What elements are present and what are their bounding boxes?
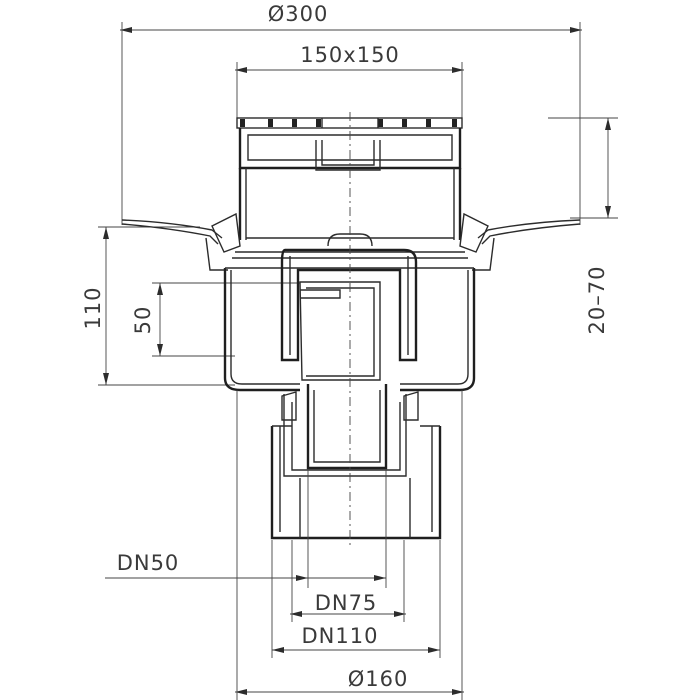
outlet-assembly — [270, 384, 442, 540]
dim-dn110: DN110 — [271, 540, 441, 658]
dim-grate-size-label: 150x150 — [300, 43, 400, 67]
dim-adjust-range: 20–70 — [548, 117, 618, 335]
dim-height-50-label: 50 — [131, 306, 155, 335]
dim-dn75: DN75 — [290, 540, 406, 622]
dim-grate-size: 150x150 — [235, 43, 464, 118]
dim-dn50-label: DN50 — [117, 551, 180, 575]
membrane-flange — [121, 219, 581, 245]
dim-height-110-label: 110 — [81, 286, 105, 329]
odour-trap-bell — [280, 248, 418, 381]
dim-outer-diameter-label: Ø300 — [268, 2, 329, 26]
dim-outlet-diameter-label: Ø160 — [348, 667, 409, 691]
upper-body — [236, 117, 463, 247]
clamp-ring-right — [459, 212, 495, 271]
dim-adjust-range-label: 20–70 — [585, 266, 609, 335]
dim-height-110: 110 — [81, 226, 235, 386]
dim-outlet-diameter: Ø160 — [235, 390, 464, 700]
dim-dn50: DN50 — [105, 470, 387, 588]
lower-body — [223, 251, 476, 392]
dim-dn110-label: DN110 — [302, 624, 379, 648]
grate-slots — [240, 119, 457, 127]
dim-height-50: 50 — [131, 282, 300, 357]
dim-outer-diameter: Ø300 — [120, 2, 582, 225]
clamp-ring-left — [205, 212, 241, 271]
dim-dn75-label: DN75 — [315, 591, 378, 615]
